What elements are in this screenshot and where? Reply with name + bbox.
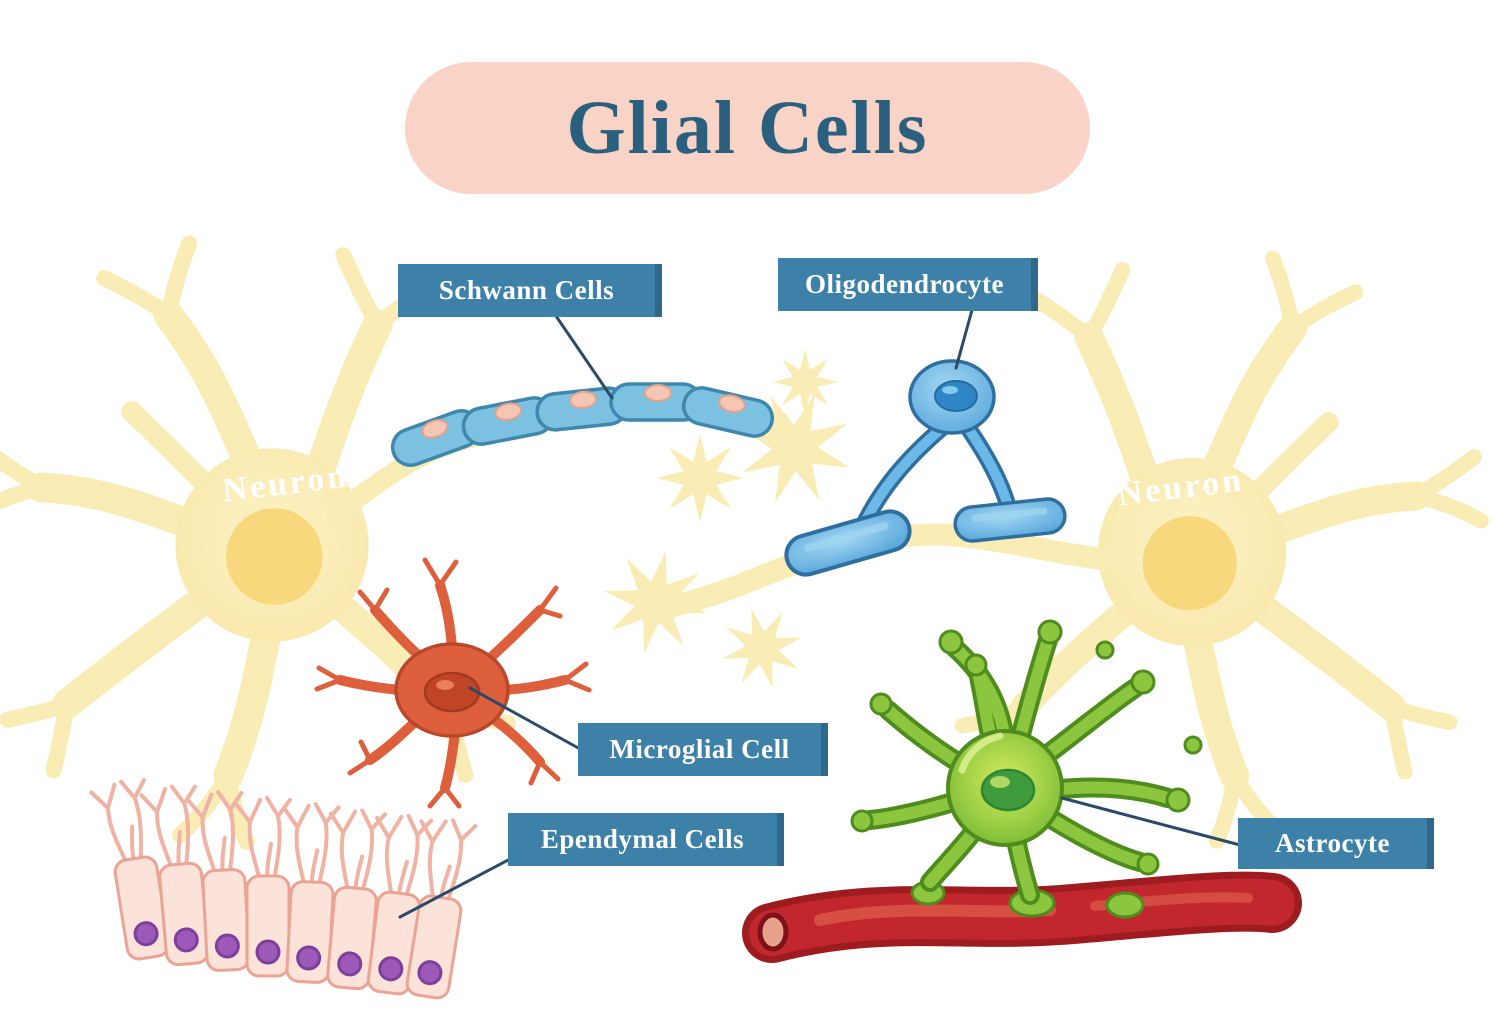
leader-oligodendrocyte (954, 308, 974, 370)
label-oligodendrocyte: Oligodendrocyte (778, 258, 1038, 311)
myelin-wrap (782, 507, 914, 579)
schwann-segment (678, 382, 778, 442)
myelin-wrap (951, 495, 1069, 545)
leader-ependymal (398, 856, 514, 919)
ependymal-cells (88, 776, 478, 1002)
leader-lines (398, 308, 1242, 919)
astrocyte-cell (850, 619, 1203, 919)
title-banner: Glial Cells (405, 62, 1090, 194)
label-schwann-cells: Schwann Cells (398, 264, 662, 317)
leader-schwann (554, 314, 614, 400)
leader-microglial (468, 686, 582, 751)
label-ependymal-cells: Ependymal Cells (508, 813, 784, 866)
label-astrocyte: Astrocyte (1238, 818, 1434, 869)
leader-astrocyte (1060, 796, 1242, 847)
label-microglial-cell: Microglial Cell (578, 723, 828, 776)
blood-vessel (742, 871, 1302, 963)
neuron-left (0, 244, 508, 842)
oligodendrocyte-cell (782, 359, 1069, 579)
page-title: Glial Cells (566, 85, 929, 170)
microglial-cell (314, 557, 592, 809)
